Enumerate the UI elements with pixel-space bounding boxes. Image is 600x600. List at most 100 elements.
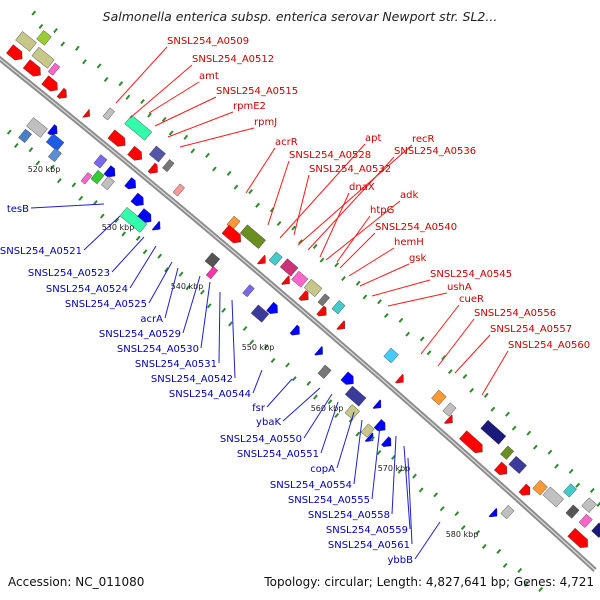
gene-feature [119, 207, 148, 233]
forward-leader [115, 46, 168, 104]
forward-gene-label: SNSL254_A0536 [394, 146, 476, 157]
reverse-gene-label: SNSL254_A0521 [0, 246, 82, 257]
tick-mark [206, 303, 212, 309]
gene-feature [291, 270, 309, 288]
forward-leader [387, 292, 448, 307]
tick-mark [276, 220, 282, 227]
forward-gene-label: SNSL254_A0532 [309, 164, 391, 175]
tick-mark [419, 336, 425, 342]
tick-mark [383, 313, 389, 319]
tick-mark [205, 152, 210, 158]
reverse-leader [303, 393, 333, 439]
tick-mark [405, 331, 411, 337]
tick-mark [135, 235, 141, 241]
reverse-gene-label: SNSL254_A0558 [308, 510, 390, 521]
gene-feature [344, 385, 367, 407]
tick-mark [228, 321, 233, 327]
gene-feature [15, 31, 37, 52]
forward-gene-label: SNSL254_A0556 [474, 308, 556, 319]
tick-mark [377, 299, 382, 305]
gene-feature [431, 389, 447, 406]
gene-feature [316, 305, 327, 317]
gene-feature [336, 320, 346, 330]
reverse-gene-label: copA [310, 464, 335, 475]
reverse-gene-label: SNSL254_A0524 [46, 284, 128, 295]
gene-feature [257, 254, 266, 265]
tick-mark [526, 430, 532, 436]
reverse-gene-label: SNSL254_A0544 [169, 389, 251, 400]
gene-feature [500, 445, 515, 460]
gene-feature [383, 347, 399, 364]
tick-mark [50, 164, 55, 170]
tick-mark [397, 468, 403, 474]
tick-mark [178, 271, 184, 277]
gene-feature [47, 62, 61, 76]
gene-feature [518, 483, 531, 496]
reverse-gene-label: acrA [140, 314, 163, 325]
gene-feature [360, 423, 375, 438]
reverse-gene-label: SNSL254_A0550 [220, 434, 302, 445]
gene-feature [41, 75, 58, 92]
gene-feature [239, 224, 266, 249]
scale-label: 550 kbp [242, 343, 275, 352]
tick-mark [35, 160, 41, 166]
forward-gene-label: htpG [370, 205, 394, 216]
reverse-leader [30, 203, 105, 209]
tick-mark [6, 129, 12, 135]
tick-mark [96, 63, 102, 69]
gene-feature [102, 107, 115, 121]
tick-mark [78, 195, 84, 201]
gene-feature [268, 251, 283, 266]
tick-mark [589, 487, 595, 493]
tick-mark [60, 41, 66, 47]
gene-feature [82, 108, 90, 118]
forward-gene-label: cueR [459, 294, 484, 305]
tick-mark [147, 112, 152, 118]
tick-mark [121, 231, 127, 237]
reverse-gene-label: tesB [7, 204, 29, 215]
tick-mark [103, 76, 109, 83]
reverse-leader [129, 245, 157, 289]
gene-feature [565, 504, 580, 519]
forward-leader [245, 147, 276, 194]
accession-text: Accession: NC_011080 [8, 575, 144, 589]
gene-feature [172, 183, 185, 197]
gene-feature [80, 172, 93, 185]
tick-mark [142, 249, 148, 255]
tick-mark [28, 147, 34, 153]
forward-gene-label: rpmJ [254, 117, 277, 128]
gene-feature [281, 275, 290, 285]
tick-mark [523, 581, 529, 587]
tick-mark [291, 225, 297, 231]
tick-mark [454, 511, 460, 517]
tick-mark [319, 257, 325, 263]
forward-leader [339, 232, 376, 269]
forward-leader [348, 247, 395, 277]
gene-feature [317, 293, 330, 307]
gene-feature [459, 430, 483, 453]
gene-feature [124, 115, 153, 141]
tick-mark [483, 392, 489, 398]
tick-mark [517, 567, 523, 573]
reverse-gene-label: SNSL254_A0554 [270, 480, 352, 491]
reverse-leader [391, 435, 397, 515]
tick-mark [496, 548, 502, 554]
gene-feature [6, 44, 23, 61]
tick-mark [285, 362, 290, 368]
forward-leader [437, 318, 475, 367]
gene-feature [591, 522, 600, 538]
gene-feature [395, 373, 404, 384]
forward-gene-label: SNSL254_A0545 [430, 269, 512, 280]
tick-mark [255, 202, 260, 208]
forward-gene-labels: SNSL254_A0509SNSL254_A0512amtSNSL254_A05… [167, 36, 590, 351]
gene-feature [298, 290, 309, 301]
tick-mark [376, 450, 382, 456]
tick-mark [270, 357, 276, 363]
tick-mark [327, 399, 333, 405]
tick-mark [99, 213, 105, 219]
forward-gene-label: ushA [447, 282, 472, 293]
gene-feature [26, 117, 48, 138]
gene-feature [130, 192, 144, 207]
gene-feature [45, 133, 65, 152]
tick-mark [505, 411, 510, 417]
